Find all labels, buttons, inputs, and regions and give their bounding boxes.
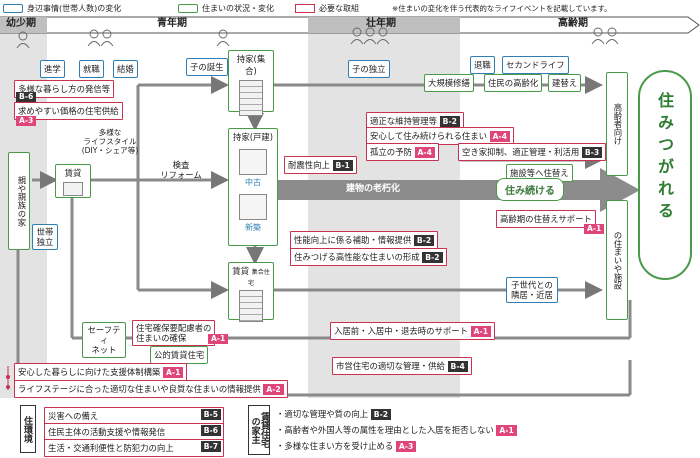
legend-blue-label: 身辺事情(世帯人数)の変化	[27, 4, 122, 13]
phase-young-adult: 青年期	[157, 18, 187, 29]
landlord-item: ・高齢者や外国人等の属性を理由とした入居を拒否しない A-1	[276, 425, 517, 436]
phase-senior: 高齢期	[558, 18, 588, 29]
house-daikibo: 大規模修繕	[424, 74, 474, 92]
action-anshin: 安心して住み続けられる住まい A-4	[366, 127, 514, 145]
event-shushoku: 就職	[79, 60, 104, 78]
event-taishoku: 退職	[470, 56, 495, 74]
landlord-item-label: ・多様な住まい方を受け止める	[276, 441, 396, 451]
landlord-item: ・適切な管理や質の向上 B-2	[276, 409, 392, 420]
action-shien: 安心した暮らしに向けた支援体制構築 A-1	[14, 363, 188, 381]
legend-note: ※住まいの変化を伴う代表的なライフイベントを記載しています。	[392, 4, 612, 13]
legend-red-swatch	[295, 4, 315, 13]
env-item-tag: B-6	[200, 425, 221, 436]
house-safety: セーフティ ネット	[82, 322, 126, 359]
legend-green-label: 住まいの状況・変化	[202, 4, 274, 13]
house-mochiie-shugo: 持家(集合)	[228, 50, 274, 116]
landlord-item-label: ・高齢者や外国人等の属性を理由とした入居を拒否しない	[276, 425, 497, 435]
people-icons	[16, 27, 619, 49]
event-kekkon: 結婚	[113, 60, 138, 78]
legend-blue-swatch	[3, 4, 23, 13]
phase-middle-age: 壮年期	[366, 18, 396, 29]
bottom-right-title: 賃貸住宅の家主	[248, 405, 270, 455]
event-shingaku: 進学	[40, 60, 65, 78]
tag-b6-1: B-6	[16, 92, 37, 102]
house-shinchiku-label: 新築	[245, 223, 261, 232]
action-hairyo: 住宅確保要配慮者の 住まいの確保	[132, 320, 216, 347]
house-koureika: 住民の高齢化	[484, 74, 543, 92]
house-tatekae: 建替え	[548, 74, 582, 92]
goal-box	[638, 70, 692, 280]
tag-a1-hairyo: A-1	[208, 334, 229, 344]
house-kouei: 公的賃貸住宅	[150, 346, 209, 364]
env-item-tag: B-7	[200, 441, 221, 452]
landlord-item-tag: B-2	[370, 409, 392, 420]
bottom-left-title: 住環境	[20, 405, 36, 453]
house-lifestyle: 多様な ライフスタイル (DIY・シェア等)	[81, 128, 139, 156]
env-item-label: 生活・交通利便性と防犯力の向上	[48, 443, 174, 453]
landlord-item-label: ・適切な管理や質の向上	[276, 409, 371, 419]
house-mochiie-kodate: 持家(戸建) 中古 新築	[228, 128, 278, 246]
legend-green-swatch	[178, 4, 198, 13]
event-dokuritsu: 子の独立	[348, 60, 390, 78]
action-kakaku: 求めやすい価格の住宅供給	[14, 102, 123, 120]
action-shiei: 市営住宅の適切な管理・供給 B-4	[332, 357, 472, 375]
house-chintai: 賃貸	[55, 164, 91, 198]
house-koureisha: 高齢者向け	[606, 72, 628, 176]
house-kenmo: 検査 リフォーム	[160, 160, 202, 181]
event-kodomo: 子の誕生	[186, 58, 228, 76]
env-item: 生活・交通利便性と防犯力の向上 B-7	[44, 439, 224, 457]
phase-youth: 幼少期	[6, 18, 36, 29]
action-tayona: 多様な暮らし方の発信等	[14, 80, 115, 98]
landlord-item: ・多様な住まい方を受け止める A-3	[276, 441, 417, 452]
event-kazoku: 子世代との隣居・近居	[506, 277, 558, 304]
landlord-item-tag: A-1	[496, 425, 517, 436]
action-sumikae: 高齢期の住替えサポート	[496, 210, 596, 228]
label-sumitsuzukeru: 住み続ける	[496, 178, 564, 201]
env-item-tag: B-5	[200, 409, 221, 420]
action-koseino: 住みつげる高性能な住まいの形成 B-2	[290, 248, 447, 266]
tag-a1-sumikae: A-1	[584, 224, 605, 234]
label-roukyuka: 建物の老朽化	[346, 184, 401, 194]
action-nyukyo: 入居前・入居中・退去時のサポート A-1	[330, 322, 495, 340]
legend-red-label: 必要な取組	[319, 4, 359, 13]
env-item-label: 住民主体の活動支援や情報発信	[48, 427, 166, 437]
event-setai: 世帯独立	[32, 224, 58, 251]
action-koritsu: 孤立の予防 A-4	[366, 143, 439, 161]
action-akiya: 空き家抑制、適正管理・利活用 B-3	[458, 143, 607, 161]
action-seino: 性能向上に係る補助・情報提供 B-2	[290, 231, 439, 249]
landlord-item-tag: A-3	[395, 441, 417, 452]
event-second: セカンドライフ	[502, 56, 569, 74]
house-sumai-shisetsu: の住まいや施設	[606, 200, 628, 320]
house-oya: 親や親族の家	[8, 152, 30, 250]
action-taishin: 耐震性向上 B-1	[284, 156, 357, 174]
phase-header-arrow	[0, 16, 700, 34]
action-joho: ライフステージに合った適切な住まいや良質な住まいの情報提供 A-2	[14, 380, 288, 398]
goal-text: 住みつがれる	[655, 92, 674, 224]
house-chintai-shugo: 賃貸 集合住宅	[228, 262, 274, 322]
env-item-label: 災害への備え	[48, 411, 99, 421]
tag-a3: A-3	[16, 116, 37, 126]
house-chuko-label: 中古	[245, 178, 261, 187]
